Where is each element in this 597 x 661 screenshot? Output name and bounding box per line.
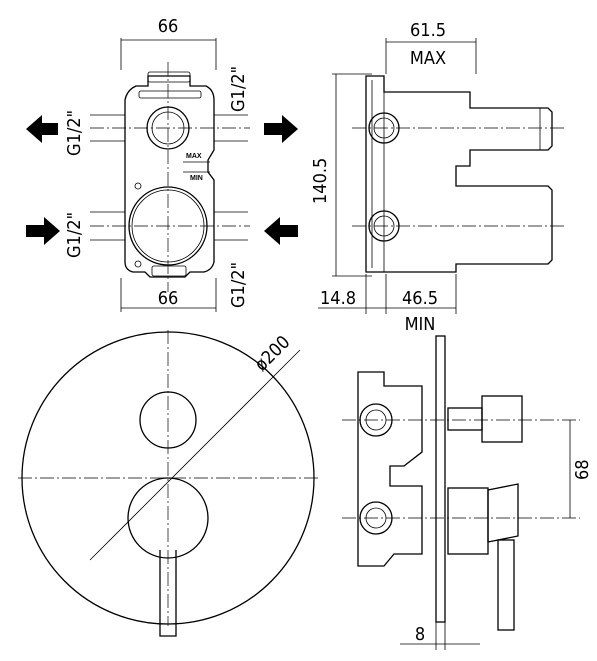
dim-offset: 14.8 (320, 288, 356, 309)
dim-plate-thickness: 8 (415, 624, 425, 645)
label-min: MIN (405, 314, 436, 335)
min-mark: MIN (190, 175, 203, 182)
front-view: 66 MAX MIN (26, 16, 298, 312)
dim-width-top: 66 (158, 16, 179, 37)
dim-width-bottom: 66 (158, 288, 179, 309)
plate-view: ø200 (18, 330, 318, 637)
dim-depth-max: 61.5 (410, 20, 446, 41)
side-view: 61.5 MAX 140.5 14.8 46.5 MIN (310, 20, 566, 335)
dim-spacing: 68 (572, 459, 593, 480)
max-mark: MAX (186, 153, 202, 160)
thread-label-left-lower: G1/2" (64, 212, 85, 258)
dim-diameter: ø200 (251, 332, 295, 376)
dim-depth-min: 46.5 (402, 288, 438, 309)
label-max: MAX (410, 48, 446, 69)
assembly-view: 68 8 (342, 335, 593, 650)
thread-label-top-right: G1/2" (228, 66, 249, 112)
arrow-left-out-icon (26, 115, 58, 143)
arrow-left-in-icon (264, 217, 298, 245)
arrow-right-in-icon (26, 217, 60, 245)
thread-label-bottom-right: G1/2" (228, 262, 249, 308)
dim-height: 140.5 (310, 158, 331, 204)
arrow-right-in-icon (264, 115, 298, 143)
thread-label-left-upper: G1/2" (64, 110, 85, 156)
